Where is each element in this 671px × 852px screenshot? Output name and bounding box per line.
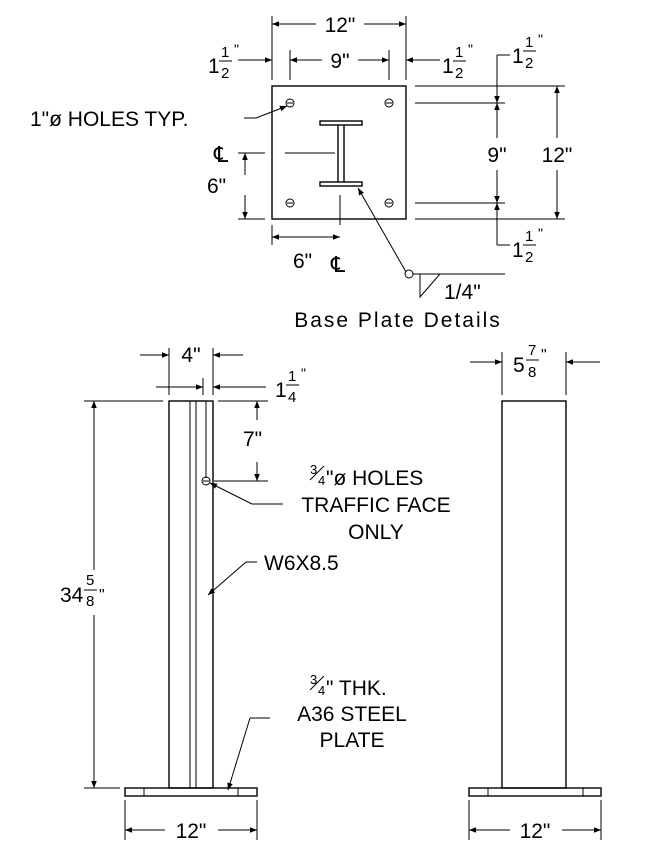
section-callout: W6X8.5 bbox=[207, 552, 339, 596]
edge-bottom-den: 2 bbox=[525, 249, 533, 266]
holes-note: 1"ø HOLES TYP. bbox=[30, 105, 288, 131]
dim-hole-drop-text: 7" bbox=[243, 428, 262, 451]
dim-post-height: 34 5 8 " bbox=[60, 400, 163, 789]
dim-hole-drop: 7" bbox=[214, 400, 268, 482]
plate-note-frac-num: 3 bbox=[310, 672, 317, 687]
svg-text:": " bbox=[538, 31, 543, 47]
height-whole: 34 bbox=[60, 584, 84, 607]
front-elevation: 4" 1 1 4 " 7" 3 4 "ø HOLES TRAFFIC bbox=[60, 344, 451, 843]
hole-note-line3: ONLY bbox=[348, 521, 404, 544]
dim-edge-right: 1 1 2 " bbox=[442, 41, 473, 82]
holes-note-text: 1"ø HOLES TYP. bbox=[30, 108, 188, 131]
w-shape-section bbox=[319, 120, 363, 187]
svg-text:": " bbox=[468, 41, 473, 57]
plate-note-line3: PLATE bbox=[320, 729, 385, 752]
post-hole bbox=[201, 476, 211, 486]
dim-side-plate-width-text: 12" bbox=[520, 820, 551, 843]
edge-right-whole: 1 bbox=[442, 55, 454, 78]
front-base-plate bbox=[124, 787, 258, 797]
dim-offset-vertical: ℄ 6" bbox=[207, 142, 265, 220]
hole-note-line1: "ø HOLES bbox=[326, 467, 423, 490]
bolt-hole bbox=[285, 198, 295, 208]
edge-right-den: 2 bbox=[455, 65, 463, 82]
cl-symbol-bottom: ℄ bbox=[330, 252, 346, 277]
height-unit: " bbox=[99, 587, 105, 604]
edge-top-whole: 1 bbox=[512, 45, 524, 68]
svg-text:": " bbox=[301, 365, 306, 381]
dim-hole-spacing-h: 9" bbox=[238, 50, 440, 80]
side-elevation: 5 7 8 " 12" bbox=[468, 342, 602, 843]
edge-left-den: 2 bbox=[221, 65, 229, 82]
hole-offset-den: 4 bbox=[288, 389, 296, 406]
cl-symbol-left: ℄ bbox=[213, 142, 229, 167]
depth-whole: 5 bbox=[513, 354, 525, 377]
dim-hole-spacing-v: 9" bbox=[487, 54, 510, 246]
depth-den: 8 bbox=[528, 364, 536, 381]
dim-offset-horizontal-text: 6" bbox=[293, 250, 312, 273]
depth-num: 7 bbox=[528, 342, 536, 359]
edge-bottom-num: 1 bbox=[525, 228, 533, 245]
dim-hole-offset: 1 1 4 " bbox=[156, 365, 306, 406]
base-plate-detail: 12" 9" 1 1 2 " 1 1 2 " bbox=[30, 14, 572, 332]
dim-plate-width: 12" bbox=[271, 14, 407, 80]
edge-top-den: 2 bbox=[525, 55, 533, 72]
edge-top-num: 1 bbox=[525, 34, 533, 51]
section-label: W6X8.5 bbox=[264, 552, 339, 575]
plate-note-frac-den: 4 bbox=[318, 683, 325, 698]
dim-plate-height: 12" bbox=[415, 85, 573, 220]
bolt-holes bbox=[285, 98, 394, 208]
weld-note-text: 1/4" bbox=[444, 281, 481, 304]
dim-offset-vertical-text: 6" bbox=[207, 175, 226, 198]
svg-text:": " bbox=[234, 41, 239, 57]
edge-right-num: 1 bbox=[455, 44, 463, 61]
dim-hole-spacing-h-text: 9" bbox=[330, 50, 349, 73]
dim-offset-horizontal: 6" ℄ bbox=[271, 225, 346, 277]
hole-offset-whole: 1 bbox=[275, 379, 287, 402]
edge-bottom-whole: 1 bbox=[512, 239, 524, 262]
plate-note: 3 4 " THK. A36 STEEL PLATE bbox=[227, 672, 407, 791]
dim-flange-width-text: 4" bbox=[181, 344, 200, 367]
depth-unit: " bbox=[541, 347, 547, 364]
base-plate-outline bbox=[271, 85, 407, 220]
bolt-hole bbox=[285, 98, 295, 108]
edge-left-num: 1 bbox=[221, 44, 229, 61]
dim-side-plate-width: 12" bbox=[468, 800, 602, 843]
svg-text:": " bbox=[538, 225, 543, 241]
dim-edge-bottom: 1 1 2 " bbox=[512, 225, 543, 266]
plate-note-line1: " THK. bbox=[326, 677, 387, 700]
hole-note-frac-den: 4 bbox=[318, 473, 325, 488]
height-den: 8 bbox=[86, 593, 94, 610]
dim-hole-spacing-v-text: 9" bbox=[487, 144, 506, 167]
dim-edge-left: 1 1 2 " bbox=[208, 41, 239, 82]
base-plate-caption: Base Plate Details bbox=[294, 309, 502, 332]
bolt-hole bbox=[384, 98, 394, 108]
height-num: 5 bbox=[86, 572, 94, 589]
weld-note: 1/4" bbox=[357, 187, 505, 304]
hole-note: 3 4 "ø HOLES TRAFFIC FACE ONLY bbox=[209, 462, 451, 544]
hole-note-frac-num: 3 bbox=[310, 462, 317, 477]
plate-note-line2: A36 STEEL bbox=[297, 703, 407, 726]
dim-front-plate-width: 12" bbox=[124, 800, 258, 843]
dim-plate-width-text: 12" bbox=[325, 14, 356, 37]
edge-left-whole: 1 bbox=[208, 55, 220, 78]
bolt-hole bbox=[384, 198, 394, 208]
dim-front-plate-width-text: 12" bbox=[176, 820, 207, 843]
post-side-outline bbox=[501, 400, 567, 789]
dim-plate-height-text: 12" bbox=[542, 144, 573, 167]
dim-section-depth: 5 7 8 " bbox=[470, 342, 600, 395]
side-base-plate bbox=[468, 787, 602, 797]
dim-edge-top: 1 1 2 " bbox=[512, 31, 543, 72]
hole-note-line2: TRAFFIC FACE bbox=[301, 494, 450, 517]
hole-offset-num: 1 bbox=[288, 368, 296, 385]
